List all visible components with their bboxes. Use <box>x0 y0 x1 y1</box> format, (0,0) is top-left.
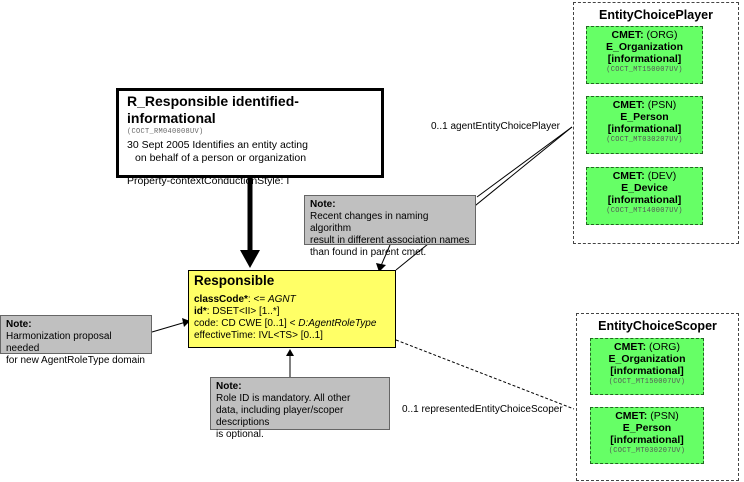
cmet-status: [informational] <box>607 123 682 135</box>
header-description-2: on behalf of a person or organization <box>135 152 307 164</box>
attr-effectivetime: effectiveTime: IVL<TS> [0..1] <box>194 330 323 341</box>
note-line: data, including player/scoper descriptio… <box>216 405 344 428</box>
cmet-scoper-person[interactable]: CMET: (PSN) E_Person [informational] (CO… <box>590 407 704 464</box>
cmet-status: [informational] <box>610 434 684 446</box>
cmet-name: E_Person <box>620 111 669 123</box>
cmet-player-person[interactable]: CMET: (PSN) E_Person [informational] (CO… <box>586 96 703 154</box>
responsible-class-box[interactable]: Responsible classCode*: <= AGNT id*: DSE… <box>188 270 396 348</box>
class-name: Responsible <box>194 273 275 288</box>
note-heading: Note: <box>216 381 242 392</box>
player-association-line <box>395 126 573 271</box>
cmet-code: (COCT_MT150007UV) <box>606 66 683 74</box>
note-line: Recent changes in naming algorithm <box>310 211 429 234</box>
attr-code: code: CD CWE [0..1] < D:AgentRoleType <box>194 318 377 329</box>
cmet-scoper-organization[interactable]: CMET: (ORG) E_Organization [informationa… <box>590 338 704 395</box>
scoper-association-label: 0..1 representedEntityChoiceScoper <box>402 404 563 415</box>
choice-title: EntityChoicePlayer <box>599 8 713 22</box>
cmet-player-device[interactable]: CMET: (DEV) E_Device [informational] (CO… <box>586 167 703 225</box>
header-code: (COCT_RM040008UV) <box>127 128 204 136</box>
player-association-label: 0..1 agentEntityChoicePlayer <box>431 121 560 132</box>
cmet-name: E_Person <box>622 422 672 434</box>
cmet-status: [informational] <box>607 194 682 206</box>
header-title: R_Responsible identified-informational <box>127 93 299 126</box>
cmet-code: (COCT_MT150007UV) <box>608 378 686 386</box>
attr-id: id*: DSET<II> [1..*] <box>194 306 280 317</box>
naming-note-pointer-head <box>376 263 386 272</box>
note-line: for new AgentRoleType domain <box>6 355 145 366</box>
note-naming[interactable]: Note: Recent changes in naming algorithm… <box>304 195 476 258</box>
note-line: is optional. <box>216 429 264 440</box>
header-property: Property-contextConductionStyle: I <box>127 175 290 187</box>
header-class-box[interactable]: R_Responsible identified-informational (… <box>116 88 384 187</box>
note-line: Harmonization proposal needed <box>6 331 112 354</box>
note-heading: Note: <box>310 199 336 210</box>
note-line: than found in parent cmet. <box>310 247 427 258</box>
cmet-code: (COCT_MT030207UV) <box>606 136 683 144</box>
cmet-player-organization[interactable]: CMET: (ORG) E_Organization [informationa… <box>586 26 703 84</box>
header-description-1: 30 Sept 2005 Identifies an entity acting <box>127 139 308 151</box>
cmet-status: [informational] <box>607 53 682 65</box>
cmet-code: (COCT_MT030207UV) <box>608 447 686 455</box>
note-harmonization[interactable]: Note: Harmonization proposal needed for … <box>0 315 152 366</box>
cmet-status: [informational] <box>610 365 684 377</box>
naming-note-to-player-line <box>476 126 573 198</box>
choice-title: EntityChoiceScoper <box>598 319 717 333</box>
note-line: Role ID is mandatory. All other <box>216 393 351 404</box>
header-to-class-arrow-head <box>240 250 260 268</box>
cmet-name: E_Organization <box>605 41 683 53</box>
attr-classcode: classCode*: <= AGNT <box>194 294 296 305</box>
cmet-code: (COCT_MT140007UV) <box>606 207 683 215</box>
cmet-name: E_Device <box>621 182 668 194</box>
note-line: result in different association names <box>310 235 470 246</box>
cmet-name: E_Organization <box>608 353 686 365</box>
scoper-association-line <box>395 339 575 410</box>
note-heading: Note: <box>6 319 32 330</box>
note-roleid[interactable]: Note: Role ID is mandatory. All other da… <box>210 377 390 440</box>
